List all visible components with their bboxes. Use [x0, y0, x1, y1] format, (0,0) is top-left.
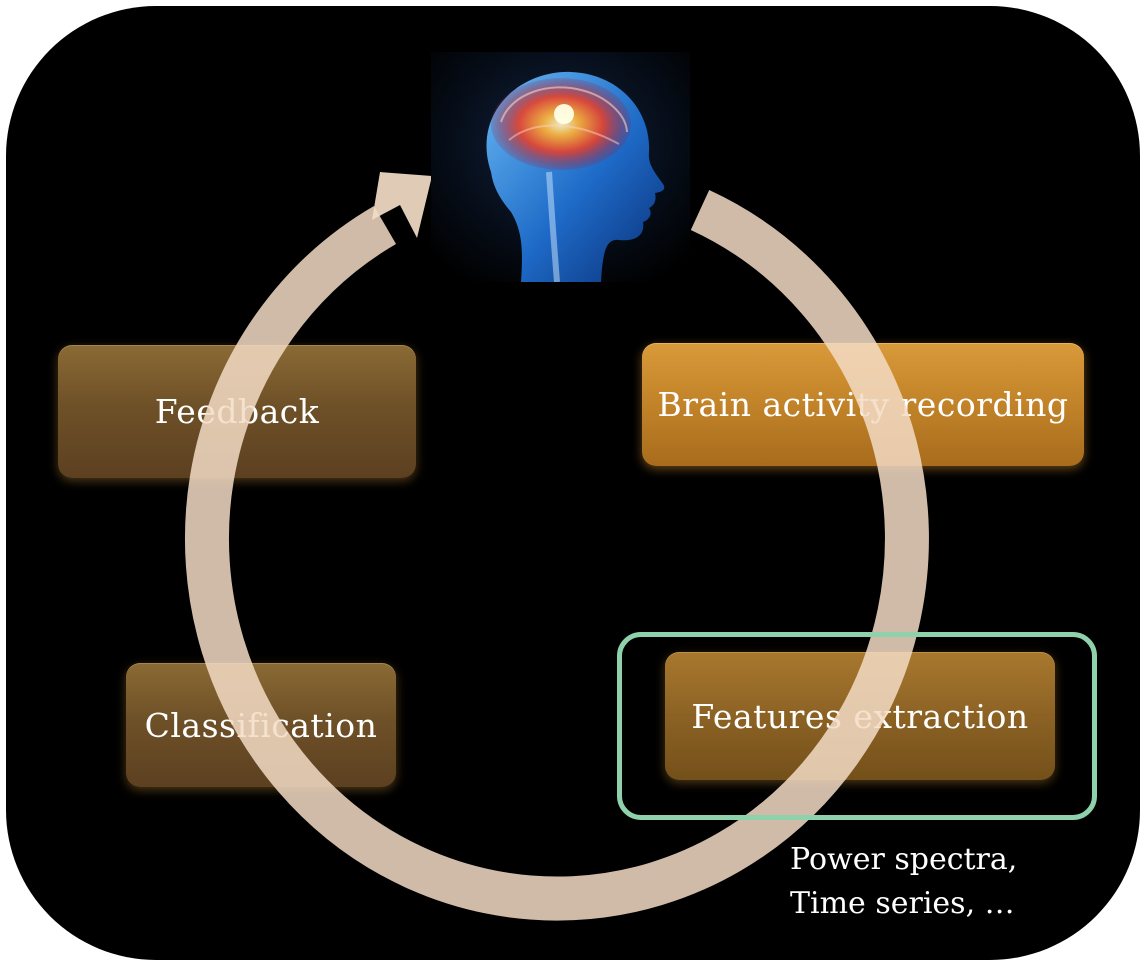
human-head-icon	[431, 52, 690, 282]
stage-feedback: Feedback	[58, 345, 416, 478]
stage-feedback-label: Feedback	[154, 392, 320, 431]
stage-brain-activity-recording-label: Brain activity recording	[657, 385, 1069, 424]
stage-classification: Classification	[126, 663, 396, 787]
features-extraction-highlight-frame	[617, 632, 1097, 820]
annotation-line-1: Power spectra,	[790, 842, 1018, 877]
annotation-line-2: Time series, …	[790, 886, 1015, 921]
features-annotation: Power spectra, Time series, …	[790, 838, 1017, 926]
stage-brain-activity-recording: Brain activity recording	[642, 343, 1084, 466]
head-brain-illustration	[431, 52, 690, 282]
stage-classification-label: Classification	[144, 705, 378, 745]
